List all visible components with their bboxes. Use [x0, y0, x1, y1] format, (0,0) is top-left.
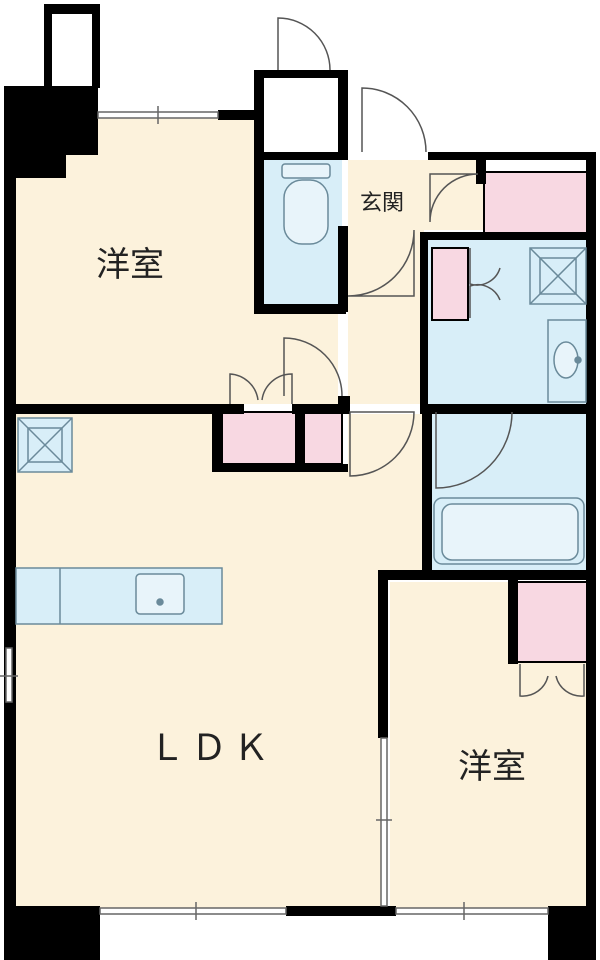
balcony-pillar	[44, 4, 100, 14]
window-room2-south	[395, 907, 549, 915]
entrance-shoe-closet	[483, 171, 589, 237]
walls	[4, 4, 596, 960]
wall-toilet-east	[338, 70, 348, 160]
room2-closet	[515, 581, 589, 663]
wall-room1-south	[14, 404, 244, 414]
wall-closet-south	[212, 464, 348, 472]
door-closet-room2	[519, 664, 585, 697]
wall-toilet-west	[254, 70, 264, 312]
windows	[0, 106, 549, 920]
door-bath	[435, 411, 513, 489]
wall-closet-west	[212, 404, 222, 472]
door-room1	[283, 337, 343, 397]
door-ldk	[349, 411, 415, 477]
wall-east	[586, 152, 596, 910]
door-washroom-shelf	[469, 248, 501, 318]
western-room-2-floor	[390, 582, 588, 910]
door-shoe	[429, 173, 479, 223]
wall-room1-south-b	[292, 404, 348, 414]
wall-toilet-east-low	[338, 226, 348, 312]
hallway-floor	[348, 160, 484, 404]
wall-west	[4, 86, 16, 910]
washroom-shelf	[431, 247, 469, 321]
wall-south-left-pillar	[4, 906, 100, 960]
wall-bath-west	[422, 404, 432, 574]
wall-room2-west	[378, 570, 388, 738]
door-top-toilet	[277, 17, 331, 71]
balcony-pillar-left	[44, 4, 52, 88]
wall-northwest-column	[4, 86, 98, 178]
wall-hall-post	[338, 396, 350, 414]
ldk-label: ＬＤＫ	[149, 728, 275, 769]
wall-bath-south	[380, 570, 590, 580]
partition-sliding	[380, 737, 388, 907]
wall-toilet-north	[254, 70, 348, 78]
doors	[229, 17, 585, 697]
western-room-1-label: 洋室	[96, 245, 164, 285]
entrance-label: 玄関	[360, 191, 404, 216]
door-closet-room1	[229, 373, 293, 404]
balcony-top	[52, 12, 92, 88]
fixtures	[15, 163, 587, 625]
ldk-closet-1	[221, 411, 297, 465]
wall-north-east	[428, 152, 594, 160]
kitchen-counter	[15, 567, 223, 625]
window-ldk-west	[5, 647, 13, 703]
wall-hall-step	[476, 152, 486, 184]
western-room-1-floor	[14, 118, 338, 404]
wall-north-room1	[218, 110, 264, 120]
toilet-bowl	[283, 179, 329, 245]
balcony-pillar-right	[92, 4, 100, 88]
wall-toilet-south	[254, 304, 346, 314]
ldk-closet-2	[303, 411, 343, 465]
kitchen-sink	[135, 573, 185, 615]
wall-south-right-pillar	[548, 906, 596, 960]
wall-washroom-north	[424, 232, 590, 240]
wall-toilet-mid	[254, 152, 346, 160]
wall-bath-north	[420, 404, 590, 414]
window-ldk-south	[99, 907, 287, 915]
wall-room2-closet	[508, 578, 518, 664]
toilet-tank	[281, 163, 331, 179]
wall-washroom-west	[420, 232, 428, 404]
wall-south-mid	[286, 906, 396, 916]
wall-closet-mid	[296, 404, 304, 472]
ldk-floor	[14, 414, 424, 910]
door-toilet	[347, 229, 415, 297]
door-entrance	[361, 87, 427, 153]
western-room-2-label: 洋室	[458, 747, 526, 787]
